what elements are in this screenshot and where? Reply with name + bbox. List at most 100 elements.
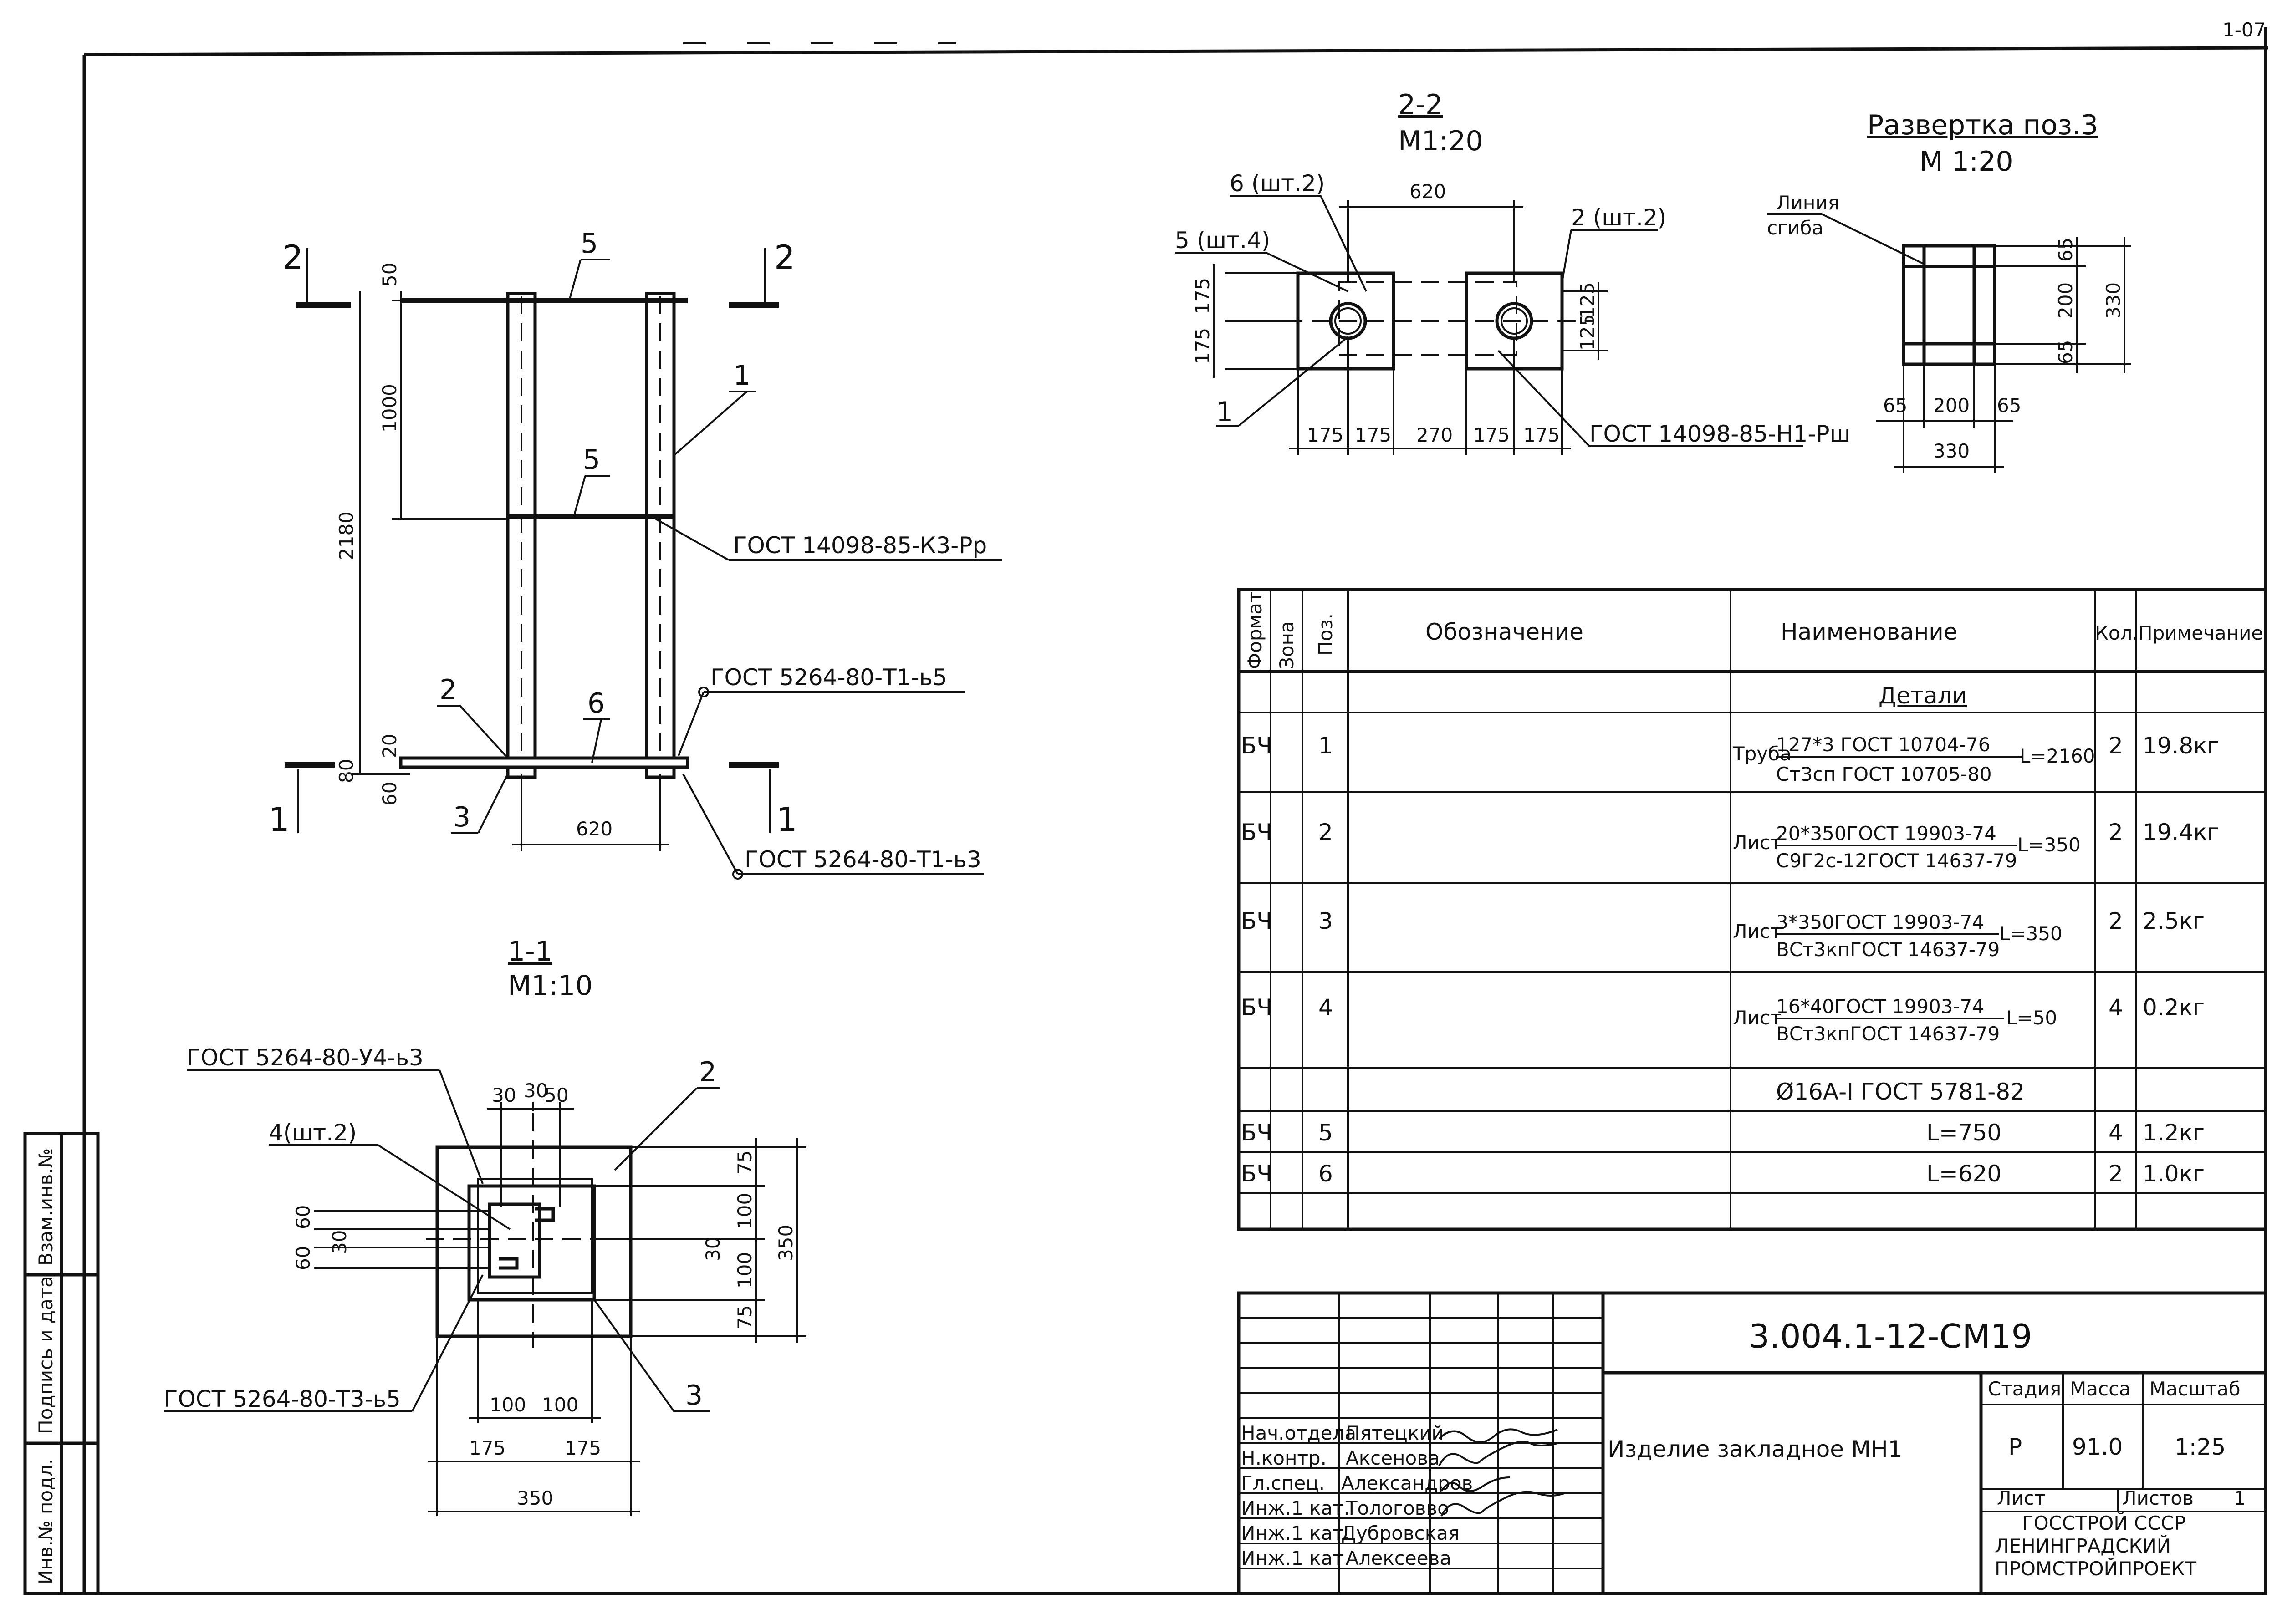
tb-org-line2: ПРОМСТРОЙПРОЕКТ [1995,1557,2196,1580]
dim-2180: 2180 [335,511,357,560]
bend-line-2: сгиба [1767,217,1823,239]
dim-175a-22: 175 [1191,278,1214,314]
dim-50: 50 [544,1084,568,1106]
dim-620: 620 [576,818,613,840]
dim-b5-22: 175 [1523,424,1560,446]
dim-175a: 175 [469,1437,505,1459]
tb-role-1: Нач.отдела [1241,1422,1356,1444]
row4-format: БЧ [1241,994,1272,1021]
tb-stage-label: Стадия [1988,1378,2061,1400]
dim-60: 60 [378,782,401,806]
row3-prefix: Лист [1733,920,1781,942]
dim-100d: 100 [542,1394,578,1416]
unfold-v330: 330 [2102,282,2124,319]
row3-suffix: L=350 [1999,922,2063,945]
unfold-h200: 200 [1933,394,1970,417]
row4-suffix: L=50 [2006,1007,2057,1029]
section-2-2-title: 2-2 [1398,89,1443,121]
dim-20: 20 [378,734,401,758]
row1-note: 19.8кг [2143,733,2219,759]
side-stamp: Инв.№ подл. Подпись и дата Взам.инв.№ [23,1132,100,1595]
row1-suffix: L=2160 [2020,745,2095,767]
hdr-pos: Поз. [1314,613,1337,656]
dim-350v: 350 [775,1225,797,1261]
cut-2-right: 2 [774,238,795,276]
dim-100c: 100 [490,1394,526,1416]
dim-30b: 30 [524,1079,548,1102]
side-stamp-replace: Взам.инв.№ [35,1148,57,1266]
unfold-h65b: 65 [1997,394,2021,417]
gost-t1-b5: ГОСТ 5264-80-Т1-ь5 [710,664,947,691]
dim-125b-22: 125 [1576,314,1598,351]
cut-2-left: 2 [282,238,303,276]
tb-role-5: Инж.1 кат. [1241,1522,1350,1544]
row1-top: 127*3 ГОСТ 10704-76 [1776,733,1990,756]
pos-5-22: 5 (шт.4) [1175,227,1270,254]
unfold-h330: 330 [1933,440,1970,462]
row5-name: L=750 [1926,1120,2001,1146]
tb-scale-label: Масштаб [2149,1378,2241,1400]
dim-1000: 1000 [378,384,401,433]
row1-prefix: Труба [1732,743,1792,765]
hdr-name: Наименование [1781,619,1958,645]
tb-name: Изделие закладное МН1 [1608,1436,1903,1462]
row5-note: 1.2кг [2143,1120,2205,1146]
row1-format: БЧ [1241,733,1272,759]
title-block: 3.004.1-12-СМ19 Изделие закладное МН1 Ст… [1237,1291,2267,1595]
row5-qty: 4 [2109,1120,2123,1146]
row3-bottom: ВСт3кпГОСТ 14637-79 [1776,938,2000,961]
signature-1 [1438,1428,1558,1443]
pos-2-22: 2 (шт.2) [1571,204,1666,231]
rebar-row: Ø16А-I ГОСТ 5781-82 [1776,1079,2025,1105]
base-plate [399,756,689,769]
pos-2-11: 2 [699,1056,716,1088]
row1-pos: 1 [1318,733,1333,759]
tb-person-2: Аксенова [1346,1447,1440,1469]
row6-pos: 6 [1318,1161,1333,1187]
unfold-pos3: Развертка поз.3 М 1:20 Линия сгиба 65 20… [1767,109,2131,473]
unfold-v65b: 65 [2054,340,2077,364]
unfold-scale: М 1:20 [1920,146,2013,178]
row6-note: 1.0кг [2143,1161,2205,1187]
tb-person-1: Пятецкий [1346,1422,1444,1444]
row3-top: 3*350ГОСТ 19903-74 [1776,911,1984,933]
tb-role-3: Гл.спец. [1241,1472,1325,1494]
tb-person-4: Тологовво [1345,1497,1449,1519]
pos-5-mid: 5 [583,444,600,476]
signature-3 [1440,1476,1510,1492]
dim-80: 80 [335,759,357,783]
dim-620-22: 620 [1409,180,1446,203]
pos-1: 1 [733,360,750,392]
pos-3-11: 3 [685,1380,703,1411]
section-1-1-title: 1-1 [508,936,552,967]
cut-1-right: 1 [776,800,797,839]
dim-30a: 30 [492,1084,516,1106]
row2-top: 20*350ГОСТ 19903-74 [1776,822,1996,845]
gost-u4: ГОСТ 5264-80-У4-ь3 [187,1044,424,1071]
pos-1-22: 1 [1216,396,1233,428]
tb-person-5: Дубровская [1341,1522,1460,1544]
side-stamp-inv: Инв.№ подл. [35,1459,57,1584]
row3-format: БЧ [1241,908,1272,934]
pos-3: 3 [453,801,470,833]
tb-sheets: 1 [2234,1487,2246,1509]
tb-mass: 91.0 [2072,1434,2123,1460]
dim-100b: 100 [734,1252,756,1288]
dim-30d: 30 [702,1237,724,1261]
tb-code: 3.004.1-12-СМ19 [1749,1317,2032,1355]
row2-prefix: Лист [1733,831,1781,854]
tb-stage: Р [2008,1434,2022,1460]
pos-6: 6 [587,687,605,719]
gost-t3: ГОСТ 5264-80-Т3-ь5 [164,1386,401,1412]
dim-b2-22: 175 [1355,424,1391,446]
hdr-note: Примечание [2138,622,2263,644]
unfold-v65a: 65 [2054,238,2077,262]
pos-5-top: 5 [581,228,598,260]
dim-75b: 75 [734,1305,756,1329]
row1-bottom: Ст3сп ГОСТ 10705-80 [1776,763,1992,785]
section-1-1: 1-1 М1:10 30 30 50 ГОСТ 5264-80-У4-ь3 4(… [164,936,806,1516]
row2-pos: 2 [1318,819,1333,845]
dim-350h: 350 [517,1487,553,1509]
drawing-frame [25,27,2268,1595]
